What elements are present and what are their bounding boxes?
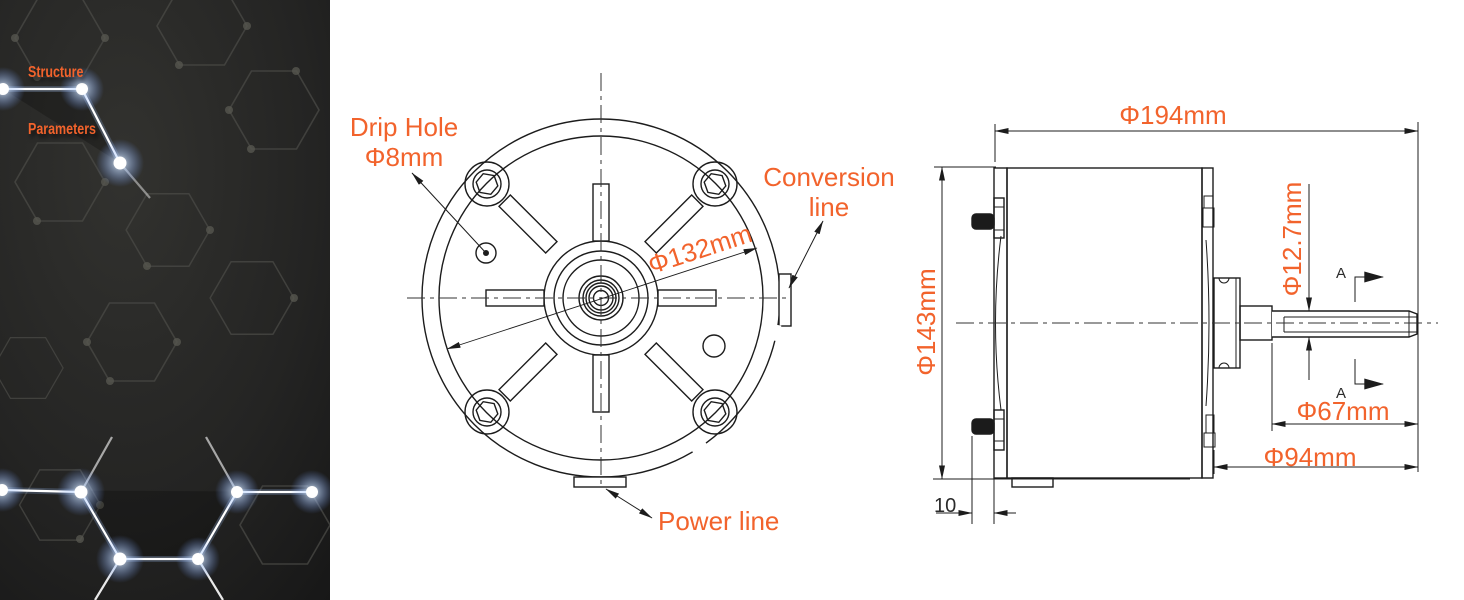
page-title-line2: Parameters [28,121,96,138]
conversion-label-text: Conversion [763,162,895,192]
shaft-assembly [1213,277,1418,369]
page-title: Structure Parameters [28,44,96,158]
bolt-boss-top-left [464,161,510,207]
left-panel: Structure Parameters [0,0,330,600]
flange-dim-label: Φ94mm [1263,442,1357,472]
fan-blades [498,194,704,402]
body-dim-label: Φ143mm [911,268,941,376]
page-title-line1: Structure [28,64,84,81]
front-cap-curve [1205,239,1210,407]
shaft-keyway [1283,316,1417,333]
conversion-line-tab [778,273,792,327]
hub-dim-label: Φ67mm [1296,396,1390,426]
hex-network-art [0,0,330,600]
leader-drip-hole [411,172,487,254]
front-dimension-lines [411,172,824,519]
leader-conversion-line [788,220,824,289]
power-line-tab [573,476,627,488]
line-break-marks [507,139,782,454]
section-arrow-top [1354,271,1385,302]
dim-line-bolt-circle [446,247,758,350]
section-letter-bottom: A [1336,385,1347,402]
mounting-studs [971,197,1005,451]
drip-hole-label-text: Drip Hole [349,112,459,142]
vent-hole [702,334,726,358]
bolt-boss-bottom-right [692,389,738,435]
cap-terminal-details [1202,195,1216,448]
conversion-label-text2: line [808,192,850,222]
outer-dim-label: Φ194mm [1119,100,1227,130]
panel-background [0,0,330,600]
stud-dim-label: 10 [934,495,957,517]
bolt-boss-top-right [692,161,738,207]
power-line-label: Power line [658,506,780,536]
bright-network [0,67,330,600]
section-letter-top: A [1336,265,1347,282]
bottom-foot [1011,477,1054,488]
side-dimension-lines [934,122,1419,524]
drip-hole-label: Drip Hole Φ8mm [338,112,470,172]
drip-hole-size-text: Φ8mm [364,142,444,172]
hex-vertex-dots [11,22,300,543]
bolt-boss-bottom-left [464,389,510,435]
glow-nodes [0,67,330,583]
side-view-drawing [933,122,1438,524]
conversion-line-label: Conversion line [744,162,914,222]
shaft [1272,310,1418,338]
front-view-drawing [407,73,824,519]
section-arrow-bottom [1354,359,1385,390]
leader-power-line [605,488,653,519]
shaft-dim-label: Φ12.7mm [1277,181,1307,297]
